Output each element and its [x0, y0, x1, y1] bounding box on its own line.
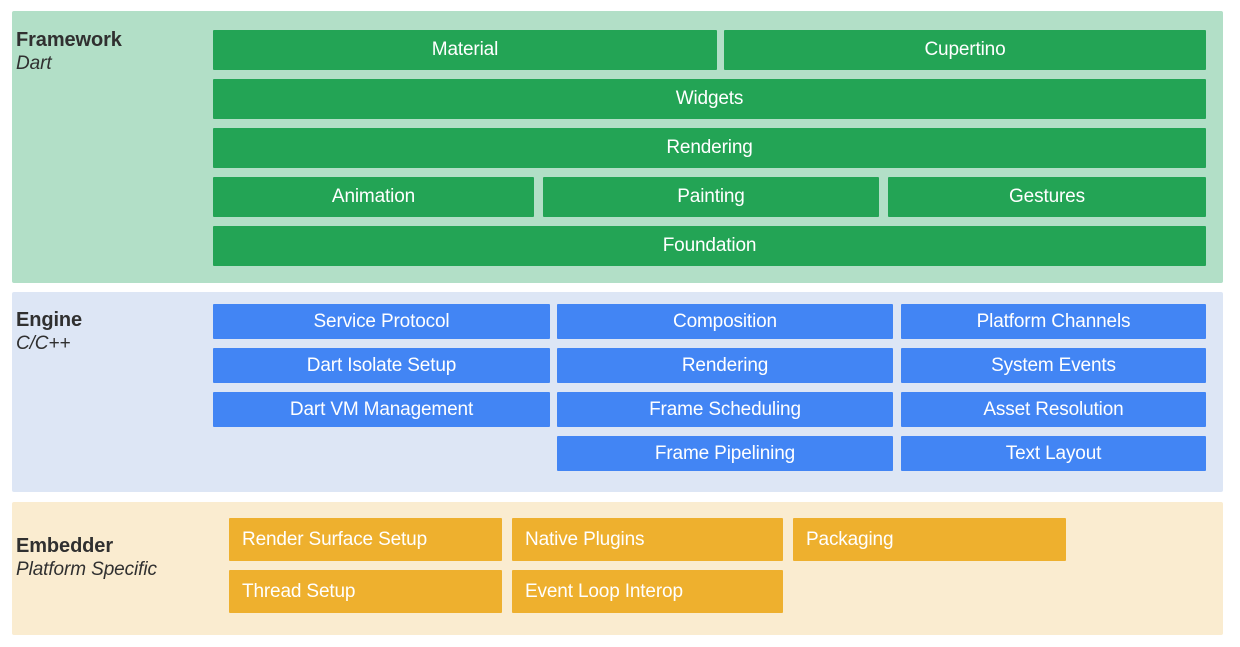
- layer-title-framework: Framework Dart: [16, 29, 206, 75]
- framework-box-rendering[interactable]: Rendering: [213, 128, 1206, 168]
- layer-title-engine: Engine C/C++: [16, 309, 206, 355]
- embedder-box-native-plugins[interactable]: Native Plugins: [512, 518, 783, 561]
- layer-name-embedder: Embedder: [16, 535, 114, 557]
- engine-box-rendering[interactable]: Rendering: [557, 348, 893, 383]
- layer-sublabel-framework: Dart: [16, 52, 52, 74]
- framework-box-animation[interactable]: Animation: [213, 177, 534, 217]
- embedder-box-thread-setup[interactable]: Thread Setup: [229, 570, 502, 613]
- layer-title-embedder: Embedder Platform Specific: [16, 535, 206, 581]
- layer-name-engine: Engine: [16, 309, 83, 331]
- embedder-box-packaging[interactable]: Packaging: [793, 518, 1066, 561]
- layer-sublabel-engine: C/C++: [16, 332, 71, 354]
- engine-box-frame-pipelining[interactable]: Frame Pipelining: [557, 436, 893, 471]
- framework-box-gestures[interactable]: Gestures: [888, 177, 1206, 217]
- framework-box-material[interactable]: Material: [213, 30, 717, 70]
- engine-box-frame-scheduling[interactable]: Frame Scheduling: [557, 392, 893, 427]
- engine-box-dart-isolate-setup[interactable]: Dart Isolate Setup: [213, 348, 550, 383]
- engine-box-service-protocol[interactable]: Service Protocol: [213, 304, 550, 339]
- embedder-box-event-loop-interop[interactable]: Event Loop Interop: [512, 570, 783, 613]
- engine-box-asset-resolution[interactable]: Asset Resolution: [901, 392, 1206, 427]
- framework-box-painting[interactable]: Painting: [543, 177, 879, 217]
- layer-name-framework: Framework: [16, 29, 122, 51]
- engine-box-dart-vm-management[interactable]: Dart VM Management: [213, 392, 550, 427]
- engine-box-platform-channels[interactable]: Platform Channels: [901, 304, 1206, 339]
- embedder-box-render-surface-setup[interactable]: Render Surface Setup: [229, 518, 502, 561]
- framework-box-widgets[interactable]: Widgets: [213, 79, 1206, 119]
- engine-box-text-layout[interactable]: Text Layout: [901, 436, 1206, 471]
- engine-box-composition[interactable]: Composition: [557, 304, 893, 339]
- framework-box-foundation[interactable]: Foundation: [213, 226, 1206, 266]
- framework-box-cupertino[interactable]: Cupertino: [724, 30, 1206, 70]
- engine-box-system-events[interactable]: System Events: [901, 348, 1206, 383]
- layer-sublabel-embedder: Platform Specific: [16, 558, 157, 580]
